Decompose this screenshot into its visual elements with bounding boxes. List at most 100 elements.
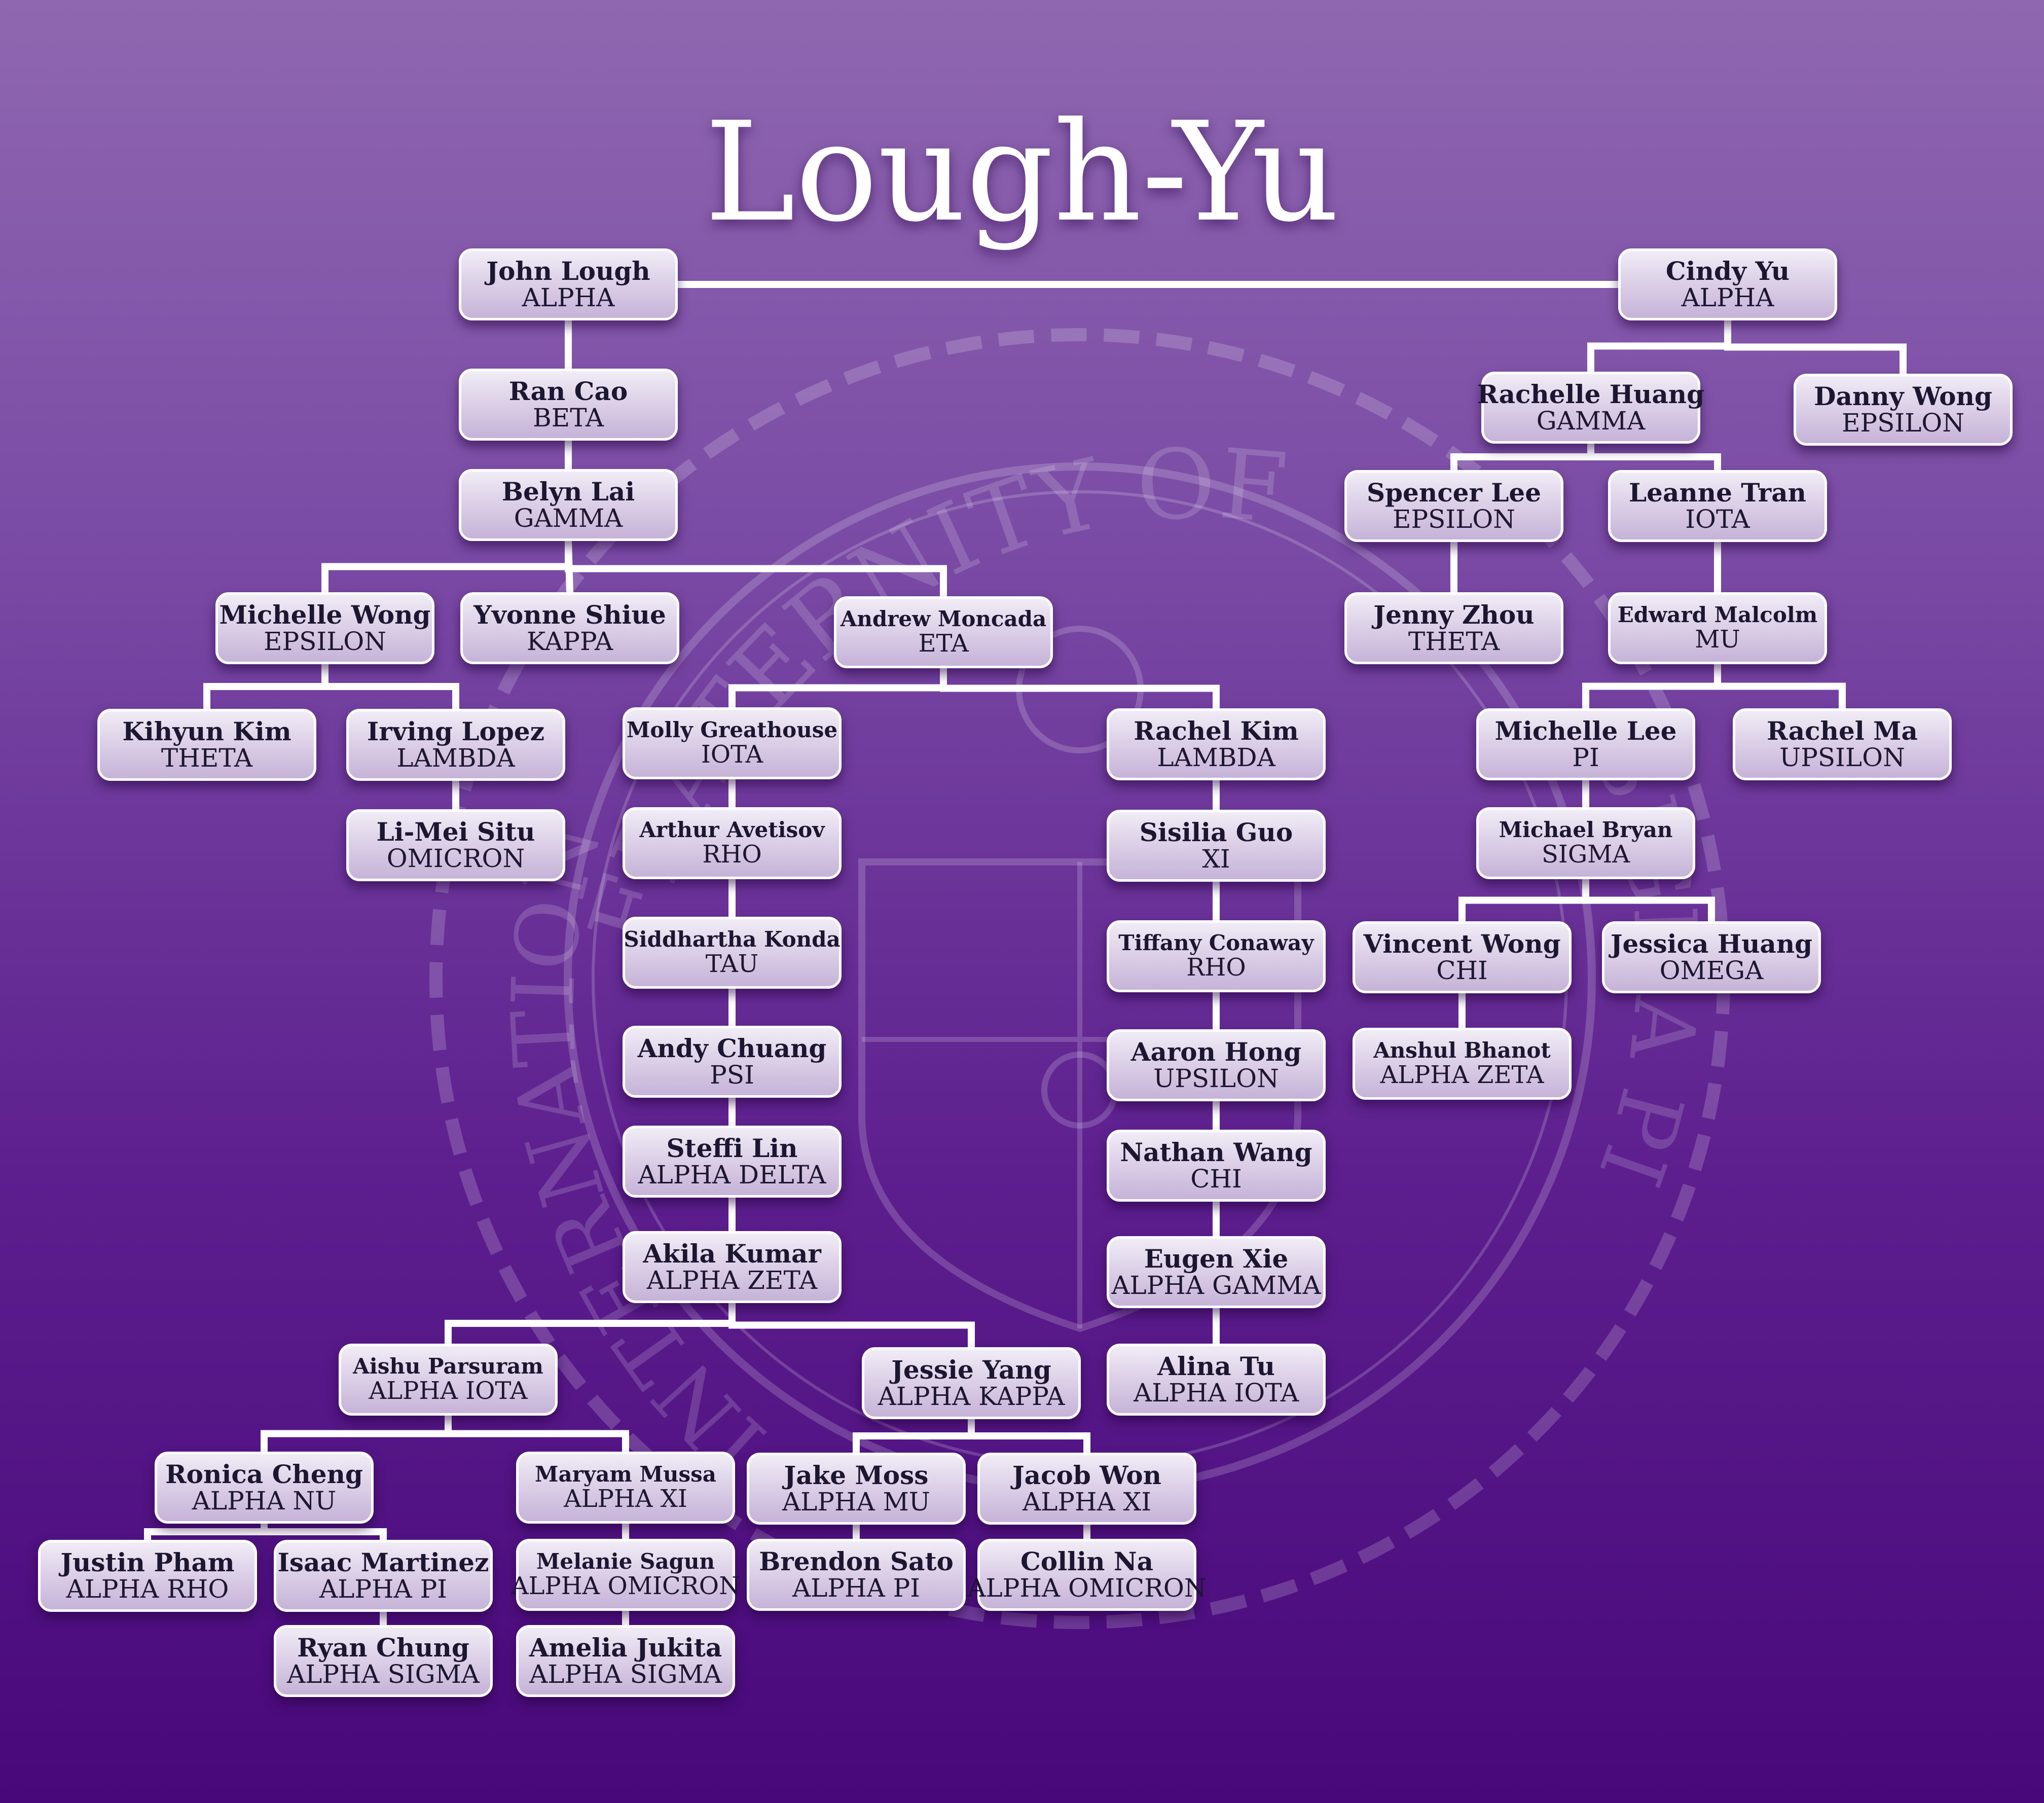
member-class: IOTA: [701, 740, 763, 769]
member-name: Kihyun Kim: [122, 716, 291, 746]
member-name: Rachelle Huang: [1477, 379, 1705, 409]
member-name: Spencer Lee: [1366, 478, 1542, 508]
member-name: Jacob Won: [1012, 1460, 1161, 1490]
member-class: ALPHA OMICRON: [510, 1571, 741, 1600]
member-class: LAMBDA: [396, 743, 515, 773]
member-class: ALPHA ZETA: [1380, 1060, 1544, 1089]
member-class: ALPHA: [522, 283, 615, 312]
member-class: EPSILON: [1841, 408, 1965, 438]
member-class: PSI: [710, 1060, 754, 1090]
member-name: Aaron Hong: [1130, 1037, 1302, 1067]
member-class: ALPHA DELTA: [638, 1160, 826, 1189]
member-name: Molly Greathouse: [626, 717, 838, 743]
member-name: Andy Chuang: [637, 1033, 827, 1063]
member-class: ALPHA PI: [319, 1574, 447, 1604]
member-class: OMICRON: [386, 844, 525, 873]
member-name: Collin Na: [1020, 1546, 1153, 1576]
member-class: EPSILON: [1392, 504, 1516, 534]
member-name: Akila Kumar: [643, 1239, 821, 1269]
page-title: Lough-Yu: [704, 92, 1340, 252]
member-name: Danny Wong: [1814, 381, 1992, 411]
member-class: ALPHA OMICRON: [967, 1573, 1207, 1603]
member-name: Siddhartha Konda: [624, 927, 841, 952]
member-class: ALPHA MU: [782, 1487, 930, 1517]
member-class: ALPHA XI: [564, 1484, 687, 1513]
member-class: IOTA: [1685, 504, 1750, 534]
member-name: Jessie Yang: [891, 1355, 1051, 1385]
member-name: Michelle Wong: [219, 600, 431, 630]
member-name: Jake Moss: [784, 1460, 929, 1490]
member-class: UPSILON: [1779, 743, 1905, 772]
member-name: Ronica Cheng: [165, 1459, 363, 1489]
member-class: ALPHA ZETA: [646, 1266, 818, 1295]
member-class: ETA: [918, 629, 969, 658]
member-name: Tiffany Conaway: [1118, 930, 1314, 956]
member-class: RHO: [1186, 953, 1246, 982]
member-name: Ran Cao: [508, 376, 628, 406]
member-class: THETA: [161, 743, 253, 773]
member-class: PI: [1572, 743, 1599, 772]
member-class: UPSILON: [1153, 1064, 1279, 1093]
member-class: ALPHA IOTA: [369, 1376, 528, 1405]
member-name: Anshul Bhanot: [1373, 1038, 1551, 1063]
member-class: CHI: [1190, 1164, 1242, 1194]
member-name: Irving Lopez: [367, 716, 545, 746]
member-class: ALPHA SIGMA: [529, 1660, 722, 1689]
member-class: TAU: [705, 949, 759, 978]
member-name: Nathan Wang: [1120, 1137, 1312, 1167]
member-class: RHO: [702, 840, 762, 869]
member-class: GAMMA: [514, 503, 623, 533]
member-name: Maryam Mussa: [534, 1462, 717, 1487]
member-name: Isaac Martinez: [277, 1547, 489, 1577]
member-name: Brendon Sato: [759, 1546, 954, 1576]
member-name: Leanne Tran: [1629, 478, 1806, 508]
member-name: Amelia Jukita: [529, 1633, 722, 1663]
member-name: Arthur Avetisov: [639, 817, 825, 843]
member-name: Jenny Zhou: [1373, 600, 1535, 630]
member-class: OMEGA: [1659, 956, 1764, 985]
member-class: GAMMA: [1536, 406, 1646, 436]
member-name: Belyn Lai: [501, 477, 635, 507]
member-class: ALPHA GAMMA: [1111, 1271, 1321, 1300]
member-name: Alina Tu: [1157, 1351, 1275, 1381]
member-class: THETA: [1408, 627, 1500, 656]
member-name: Rachel Kim: [1134, 716, 1299, 746]
member-name: Ryan Chung: [297, 1633, 469, 1663]
member-name: Vincent Wong: [1363, 929, 1561, 959]
